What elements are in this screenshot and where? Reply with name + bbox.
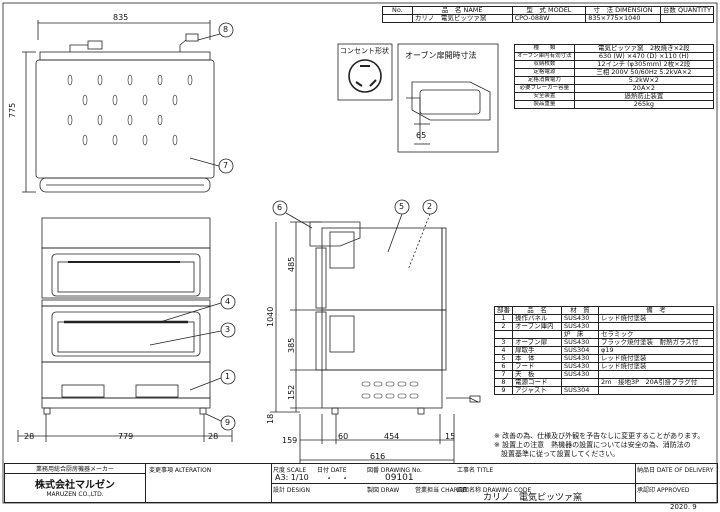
spec-value: 265kg bbox=[573, 100, 715, 109]
concent-symbol bbox=[337, 43, 393, 101]
spec-row: 定格電源三相 200V 50/60Hz 5.2kVA×2 bbox=[514, 68, 715, 77]
oven-door-label: オーブン扉開時寸法 bbox=[405, 51, 477, 60]
dim-b-60: 60 bbox=[338, 432, 349, 441]
part-note: ブラック焼付塗装 耐熱ガラス付 bbox=[598, 338, 714, 347]
dim-front-779: 779 bbox=[118, 432, 134, 441]
top-view bbox=[22, 20, 234, 193]
spec-key: オーブン庫内有効寸法 bbox=[514, 52, 575, 61]
title-dimension: 835×775×1040 bbox=[585, 14, 661, 23]
title-table: No. 品 名 NAME 型 式 MODEL 寸 法 DIMENSION 台数 … bbox=[382, 6, 715, 23]
side-view bbox=[270, 199, 481, 464]
dim-left-depth: 775 bbox=[8, 102, 17, 118]
callout-2: 2 bbox=[427, 202, 433, 211]
dim-side-18: 18 bbox=[266, 413, 275, 424]
spec-key: 収納枚数 bbox=[514, 60, 575, 69]
dim-side-485: 485 bbox=[287, 256, 296, 272]
dim-b-15: 15 bbox=[445, 432, 456, 441]
front-view bbox=[17, 217, 236, 442]
title-name: カリノ 電気ピッツァ窯 bbox=[411, 14, 513, 23]
dim-front-28b: 28 bbox=[208, 432, 219, 441]
maker-caption: 業務用総合厨房機器メーカー bbox=[5, 464, 145, 474]
code-label: 図面名称 DRAWING CODE bbox=[457, 487, 532, 494]
dim-b-616: 616 bbox=[370, 452, 386, 461]
part-note: 2m 接地3P 20A引掛プラグ付 bbox=[598, 378, 714, 387]
note-line: ※ 改善の為、仕様及び外観を予告なしに変更することがあります。 bbox=[494, 432, 705, 440]
dim-b-454: 454 bbox=[384, 432, 400, 441]
dim-65: 65 bbox=[416, 131, 427, 140]
part-note: レッド焼付塗装 bbox=[598, 362, 714, 371]
part-note bbox=[598, 386, 714, 395]
drawing-label: 図番 DRAWING No. bbox=[367, 467, 422, 474]
notes: ※ 改善の為、仕様及び外観を予告なしに変更することがあります。 ※ 設置上の注意… bbox=[494, 432, 704, 459]
spec-row: 安全装置過熱防止装置 bbox=[514, 92, 715, 101]
company-logo: 株式会社マルゼン bbox=[35, 480, 115, 491]
spec-key: 必要ブレーカー容量 bbox=[514, 84, 575, 93]
part-name: アジャスト bbox=[512, 386, 562, 395]
drawing-number: 09101 bbox=[385, 473, 414, 483]
dim-side-385: 385 bbox=[287, 337, 296, 353]
spec-key: 安全装置 bbox=[514, 92, 575, 101]
scale-label: 尺度 SCALE bbox=[273, 467, 307, 474]
part-name: オーブン庫内 bbox=[512, 322, 562, 331]
spec-key: 製品重量 bbox=[514, 100, 575, 109]
dim-side-152: 152 bbox=[287, 384, 296, 400]
divider bbox=[271, 483, 717, 484]
callout-6: 6 bbox=[277, 203, 283, 212]
approved-label: 承認印 APPROVED bbox=[637, 487, 690, 494]
spec-key: 定格電源 bbox=[514, 68, 575, 77]
part-note: レッド焼付塗装 bbox=[598, 314, 714, 323]
part-material: SUS430 bbox=[561, 370, 599, 379]
title-label: 工事名 TITLE bbox=[457, 467, 494, 474]
oven-door-diagram bbox=[397, 43, 499, 153]
drawing-title: カリノ 電気ピッツァ窯 bbox=[483, 493, 583, 503]
charge-label: 営業担当 CHARGE bbox=[415, 487, 467, 494]
note-line: 設置基準に従って設置してください。 bbox=[494, 450, 620, 458]
part-no: 2 bbox=[494, 322, 513, 331]
title-qty bbox=[659, 14, 715, 23]
delivery-label: 納品日 DATE OF DELIVERY bbox=[637, 467, 714, 474]
draw-label: 製図 DRAW bbox=[367, 487, 400, 494]
callout-3: 3 bbox=[225, 325, 231, 334]
title-no bbox=[382, 14, 413, 23]
callout-1: 1 bbox=[225, 372, 231, 381]
title-h-qty: 台数 QUANTITY bbox=[659, 6, 715, 15]
callout-5: 5 bbox=[399, 202, 405, 211]
alteration-label: 変更事項 ALTERATION bbox=[149, 467, 212, 474]
dim-front-28a: 28 bbox=[24, 432, 35, 441]
title-model: CPO-088W bbox=[511, 14, 587, 23]
year: 2020. 9 bbox=[670, 503, 697, 511]
scale-value: A3: 1/10 bbox=[275, 473, 309, 482]
dim-side-1040: 1040 bbox=[266, 306, 275, 327]
company-cell: 業務用総合厨房機器メーカー 株式会社マルゼン MARUZEN CO.,LTD. bbox=[5, 464, 146, 502]
part-material: SUS304 bbox=[561, 386, 599, 395]
date-label: 日付 DATE bbox=[317, 467, 347, 474]
date-value: ・ ・ bbox=[325, 474, 349, 483]
concent-label: コンセント形状 bbox=[340, 47, 389, 55]
footer-block: 業務用総合厨房機器メーカー 株式会社マルゼン MARUZEN CO.,LTD. … bbox=[4, 463, 718, 503]
sheet-border bbox=[2, 2, 718, 504]
spec-key: 定格消費電力 bbox=[514, 76, 575, 85]
spec-key: 種 類 bbox=[514, 44, 575, 53]
company-en: MARUZEN CO.,LTD. bbox=[46, 491, 104, 498]
callout-8: 8 bbox=[223, 25, 229, 34]
callout-4: 4 bbox=[225, 297, 231, 306]
part-no: 9 bbox=[494, 386, 513, 395]
callout-9: 9 bbox=[225, 418, 231, 427]
note-line: ※ 設置上の注意 熱機器の設置については安全の為、消防法の bbox=[494, 441, 691, 449]
callout-7: 7 bbox=[223, 161, 229, 170]
dim-top-width: 835 bbox=[113, 13, 129, 22]
dim-b-159: 159 bbox=[282, 436, 298, 445]
design-label: 設計 DESIGN bbox=[273, 487, 311, 494]
